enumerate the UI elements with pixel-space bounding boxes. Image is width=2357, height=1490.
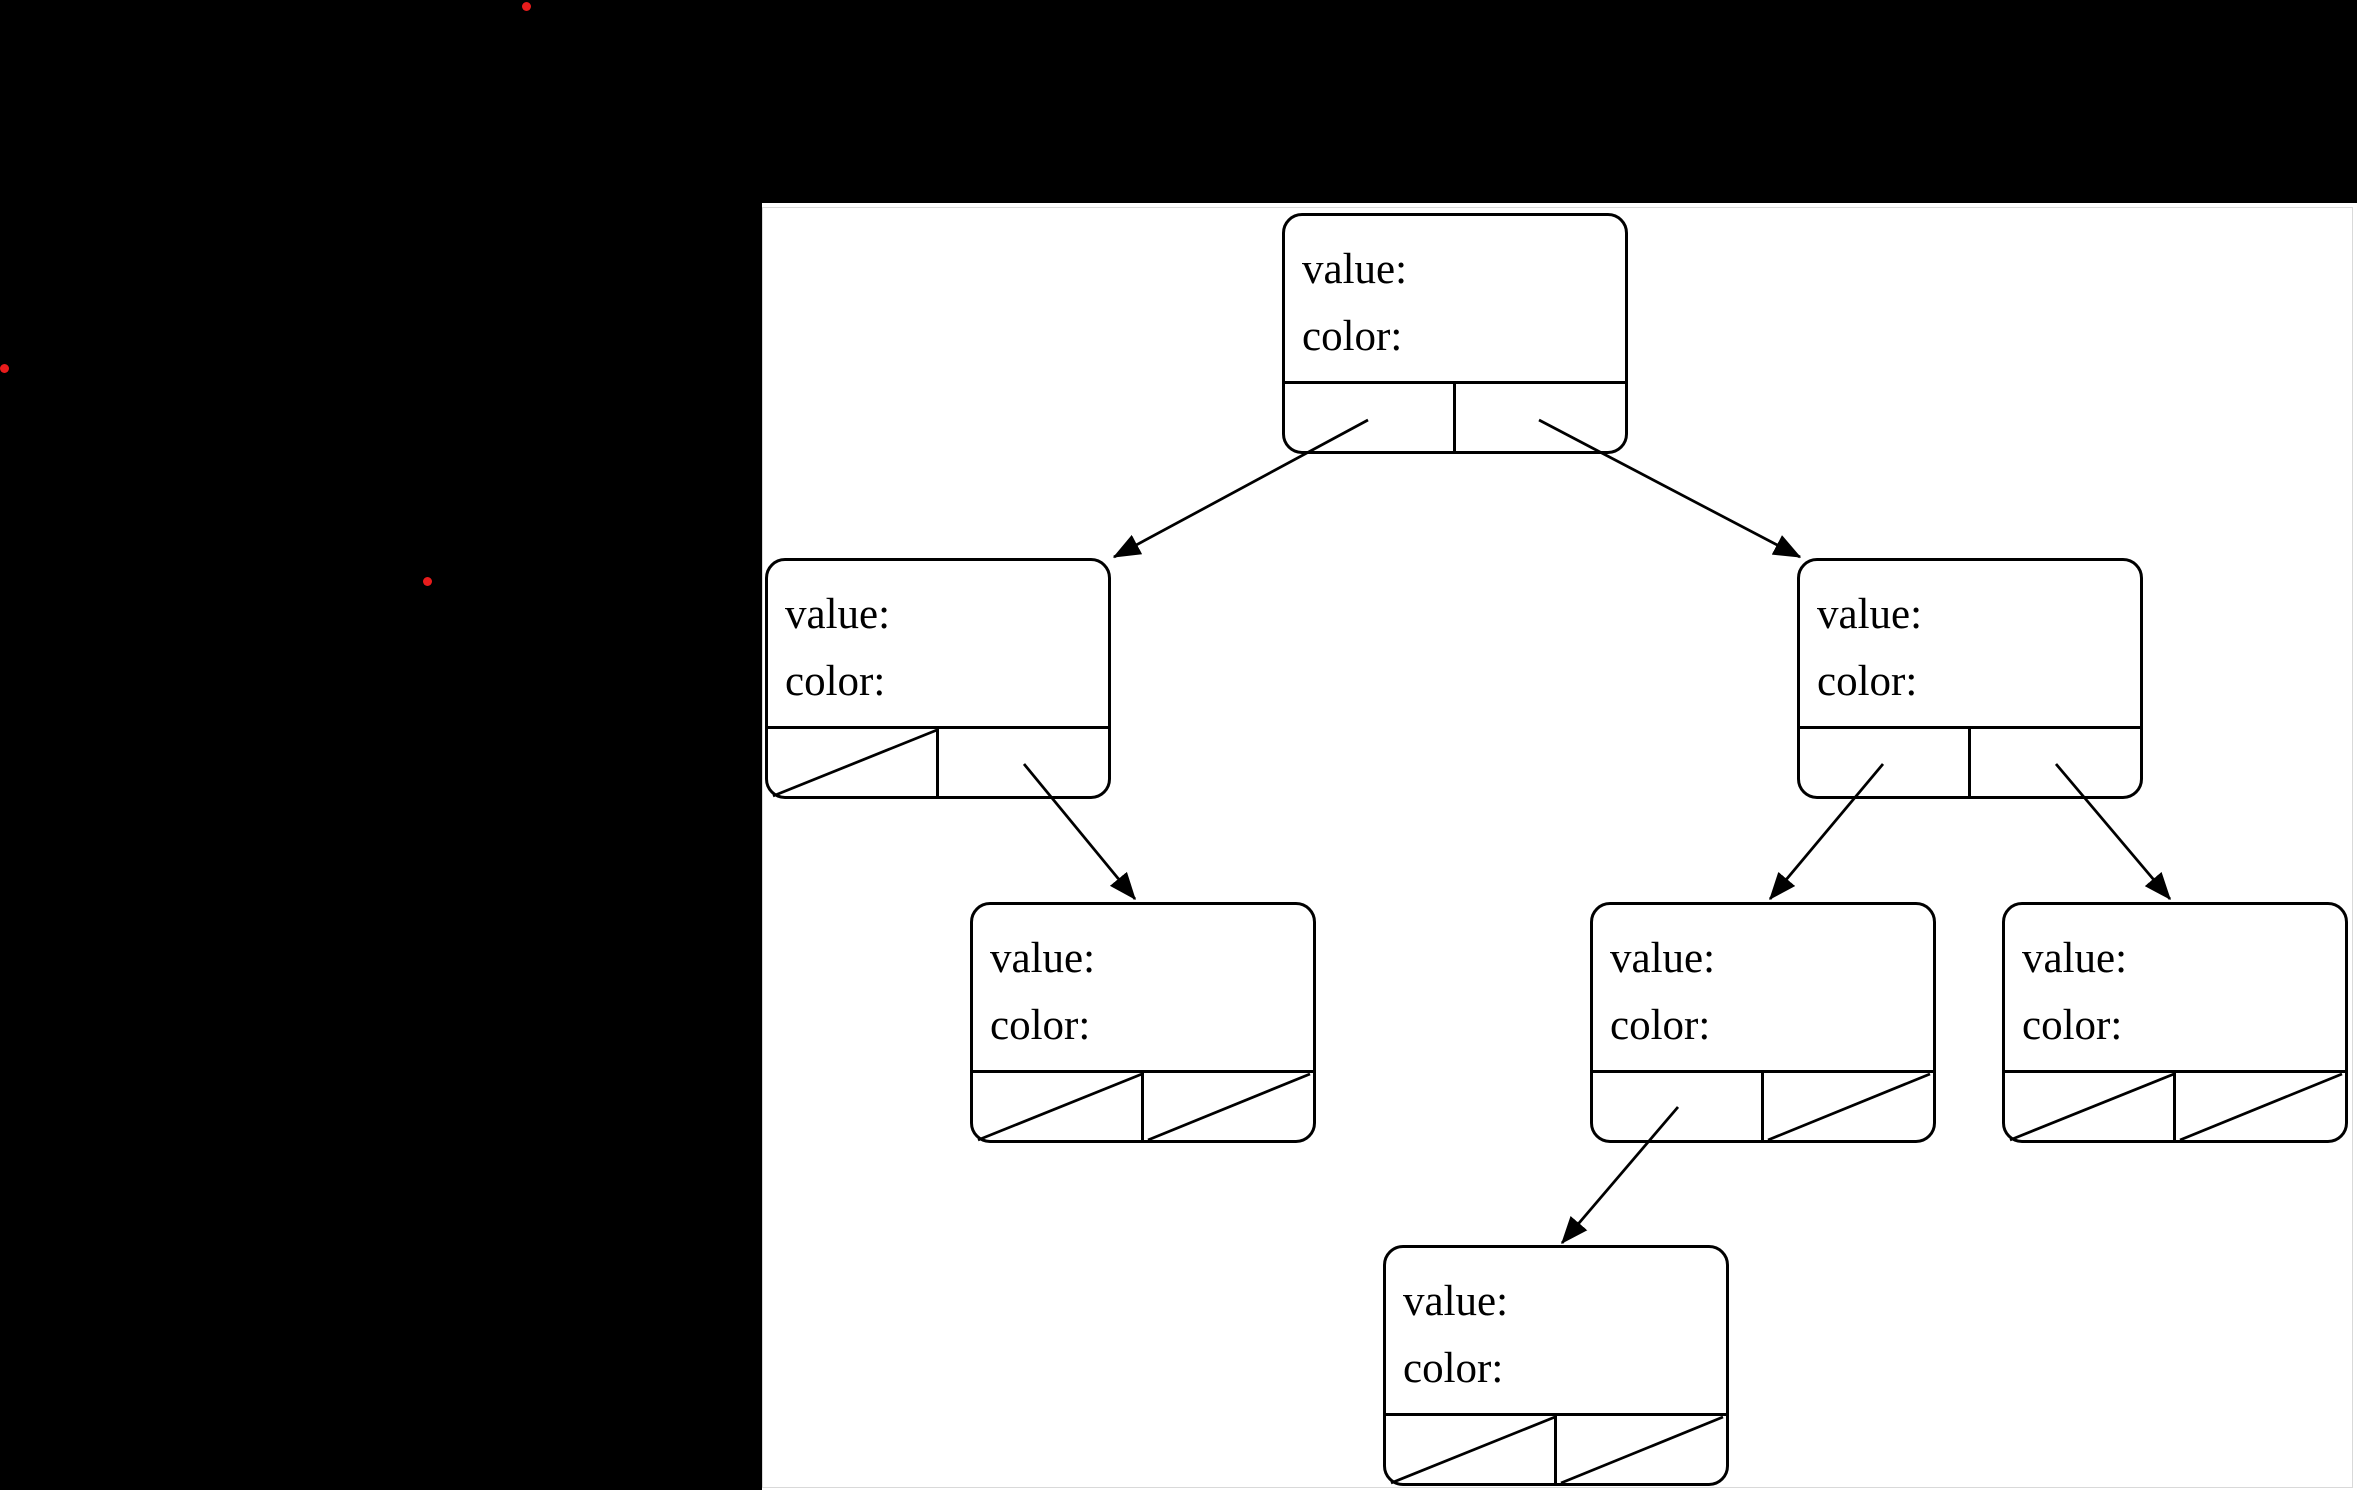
color-field-label: color:	[1610, 1002, 1711, 1049]
left-pointer-cell	[973, 1073, 1144, 1140]
left-pointer-cell	[1800, 729, 1971, 796]
value-field-label: value:	[990, 935, 1096, 982]
pointer-row	[1386, 1416, 1726, 1483]
color-field-label: color:	[1403, 1345, 1504, 1392]
node-fields: value: color:	[1593, 905, 1933, 1073]
value-field-label: value:	[1302, 246, 1408, 293]
node-fields: value: color:	[1386, 1248, 1726, 1416]
left-pointer-cell	[2005, 1073, 2176, 1140]
right-pointer-cell	[1144, 1073, 1313, 1140]
value-field-label: value:	[785, 591, 891, 638]
right-pointer-cell	[939, 729, 1108, 796]
pointer-row	[768, 729, 1108, 796]
pointer-row	[1593, 1073, 1933, 1140]
tree-node-left-child: value: color:	[765, 558, 1111, 799]
node-fields: value: color:	[973, 905, 1313, 1073]
tree-node-right-left-left-child: value: color:	[1383, 1245, 1729, 1486]
tree-node-right-right-child: value: color:	[2002, 902, 2348, 1143]
pointer-row	[2005, 1073, 2345, 1140]
red-marker-dot	[0, 364, 9, 373]
node-fields: value: color:	[1285, 216, 1625, 384]
node-fields: value: color:	[2005, 905, 2345, 1073]
pointer-row	[1285, 384, 1625, 451]
value-field-label: value:	[2022, 935, 2128, 982]
red-marker-dot	[423, 577, 432, 586]
color-field-label: color:	[990, 1002, 1091, 1049]
red-marker-dot	[522, 2, 531, 11]
right-pointer-cell	[1971, 729, 2140, 796]
tree-node-right-child: value: color:	[1797, 558, 2143, 799]
right-pointer-cell	[2176, 1073, 2345, 1140]
left-pointer-cell	[1386, 1416, 1557, 1483]
node-fields: value: color:	[768, 561, 1108, 729]
value-field-label: value:	[1610, 935, 1716, 982]
left-pointer-cell	[768, 729, 939, 796]
color-field-label: color:	[1302, 313, 1403, 360]
value-field-label: value:	[1403, 1278, 1509, 1325]
right-pointer-cell	[1557, 1416, 1726, 1483]
diagram-canvas: value: color: value: color: value: color…	[762, 203, 2357, 1490]
tree-node-right-left-child: value: color:	[1590, 902, 1936, 1143]
pointer-row	[1800, 729, 2140, 796]
node-fields: value: color:	[1800, 561, 2140, 729]
left-pointer-cell	[1285, 384, 1456, 451]
pointer-row	[973, 1073, 1313, 1140]
value-field-label: value:	[1817, 591, 1923, 638]
left-pointer-cell	[1593, 1073, 1764, 1140]
color-field-label: color:	[1817, 658, 1918, 705]
right-pointer-cell	[1764, 1073, 1933, 1140]
tree-node-left-right-child: value: color:	[970, 902, 1316, 1143]
color-field-label: color:	[2022, 1002, 2123, 1049]
right-pointer-cell	[1456, 384, 1625, 451]
color-field-label: color:	[785, 658, 886, 705]
tree-node-root: value: color:	[1282, 213, 1628, 454]
